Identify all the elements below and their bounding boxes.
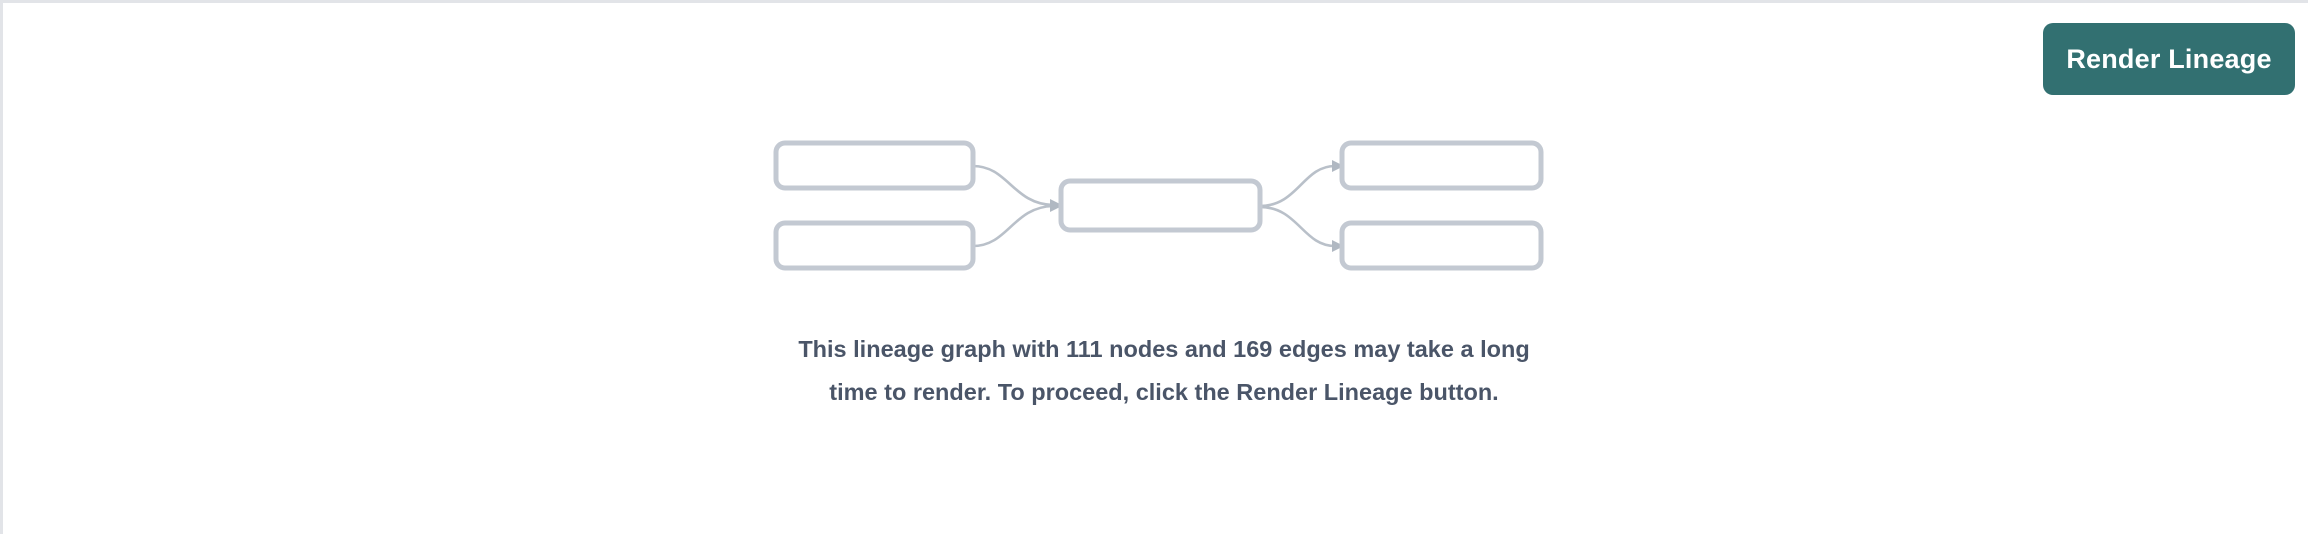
lineage-node-upstream-1 — [773, 140, 976, 191]
edge-arrow-downstream2 — [1332, 240, 1344, 252]
edge-arrow-downstream1 — [1332, 160, 1344, 172]
lineage-graph-svg — [773, 140, 1544, 271]
edge-upstream1-to-center — [972, 164, 1054, 207]
edge-arrow-upstream1 — [1050, 199, 1062, 211]
edge-arrow-upstream2 — [1050, 200, 1062, 212]
edge-upstream2-to-center — [972, 204, 1054, 248]
lineage-node-downstream-2 — [1339, 220, 1544, 271]
lineage-node-upstream-2 — [773, 220, 976, 271]
lineage-placeholder-graphic — [3, 3, 2308, 534]
render-lineage-button[interactable]: Render Lineage — [2043, 23, 2295, 95]
edge-center-to-downstream1 — [1259, 164, 1336, 208]
edge-center-to-downstream2 — [1259, 205, 1336, 248]
lineage-node-downstream-1 — [1339, 140, 1544, 191]
lineage-warning-message: This lineage graph with 111 nodes and 16… — [798, 336, 1530, 405]
lineage-node-center-1 — [1058, 178, 1263, 233]
